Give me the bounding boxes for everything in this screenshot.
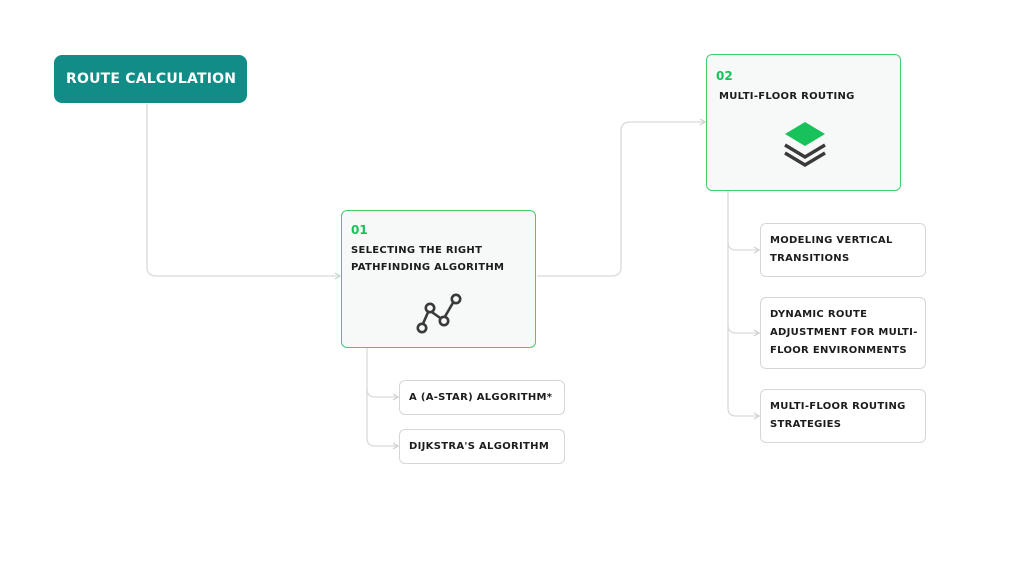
step-title: SELECTING THE RIGHT PATHFINDING ALGORITH… xyxy=(351,245,505,273)
connector-step1-to-step2 xyxy=(537,118,707,277)
root-node-route-calculation: ROUTE CALCULATION xyxy=(54,55,247,103)
list-item-a-star: A (A-STAR) ALGORITHM* xyxy=(399,380,565,415)
list-item-dijkstra: DIJKSTRA'S ALGORITHM xyxy=(399,429,565,464)
line-graph-icon xyxy=(416,293,462,334)
step-card-02: 02 MULTI-FLOOR ROUTING xyxy=(706,54,901,191)
connector-step2-item3 xyxy=(727,325,761,420)
root-node-label: ROUTE CALCULATION xyxy=(66,71,237,87)
step-title: MULTI-FLOOR ROUTING xyxy=(719,91,855,102)
connector-step2-item1 xyxy=(727,191,761,254)
list-item-dynamic-route-adjustment: DYNAMIC ROUTE ADJUSTMENT FOR MULTI-FLOOR… xyxy=(760,297,926,369)
connector-step2-item2 xyxy=(727,242,761,337)
step-number: 01 xyxy=(351,223,368,237)
layers-icon xyxy=(784,122,826,167)
list-item-label: MULTI-FLOOR ROUTING STRATEGIES xyxy=(770,401,906,430)
connector-step1-items xyxy=(366,348,400,401)
list-item-label: A (A-STAR) ALGORITHM* xyxy=(409,391,553,403)
step-number: 02 xyxy=(716,69,733,83)
list-item-vertical-transitions: MODELING VERTICAL TRANSITIONS xyxy=(760,223,926,277)
connector-step1-item2 xyxy=(366,389,400,450)
list-item-label: DYNAMIC ROUTE ADJUSTMENT FOR MULTI-FLOOR… xyxy=(770,309,918,356)
step-card-01: 01 SELECTING THE RIGHT PATHFINDING ALGOR… xyxy=(341,210,536,348)
list-item-label: DIJKSTRA'S ALGORITHM xyxy=(409,440,550,452)
connector-root-to-step1 xyxy=(146,104,342,280)
list-item-multi-floor-strategies: MULTI-FLOOR ROUTING STRATEGIES xyxy=(760,389,926,443)
list-item-label: MODELING VERTICAL TRANSITIONS xyxy=(770,235,893,264)
